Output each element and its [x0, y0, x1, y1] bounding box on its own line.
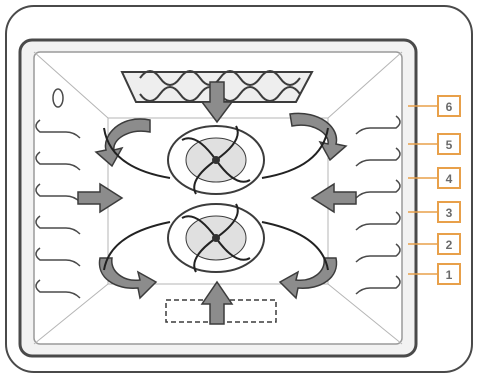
shelf-number: 3: [446, 206, 453, 220]
shelf-number: 1: [446, 268, 453, 282]
lower-fan-icon: [168, 204, 264, 272]
shelf-number: 6: [446, 100, 453, 114]
shelf-number: 2: [446, 238, 453, 252]
upper-fan-icon: [168, 126, 264, 194]
shelf-number: 4: [446, 172, 453, 186]
shelf-number: 5: [446, 138, 453, 152]
